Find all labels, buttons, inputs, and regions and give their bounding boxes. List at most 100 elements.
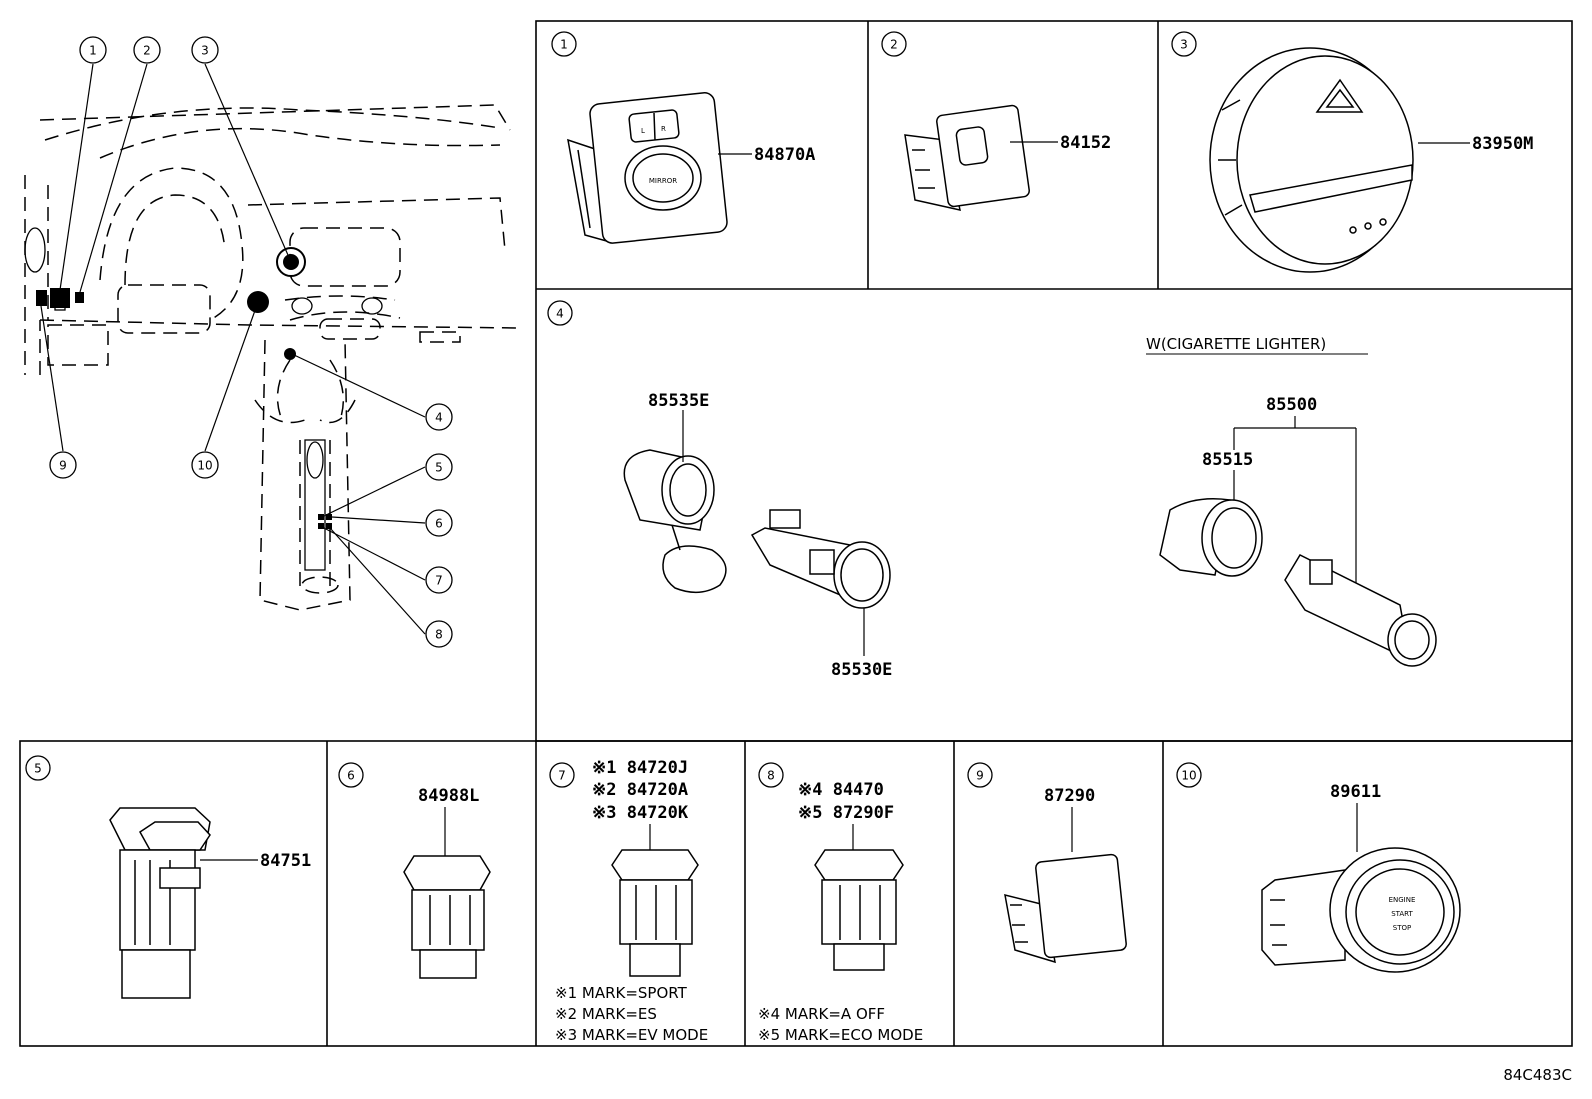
panel-6-badge: 6 [338, 762, 364, 788]
note-3: ※3 MARK=EV MODE [555, 1026, 708, 1044]
svg-text:2: 2 [143, 44, 151, 58]
panel-10-badge: 10 [1176, 762, 1202, 788]
assembly-bracket-85500 [1233, 416, 1357, 585]
panel-frames [19, 20, 1573, 1047]
dashboard-solid-details [24, 227, 383, 571]
location-marker-1 [50, 288, 70, 308]
svg-text:5: 5 [435, 461, 443, 475]
note-2: ※2 MARK=ES [555, 1005, 657, 1023]
variant-1-part: ※1 84720J [592, 758, 688, 778]
overview-leader-lines [40, 63, 426, 635]
svg-text:7: 7 [435, 574, 443, 588]
callout-9: 9 [49, 451, 77, 479]
svg-text:8: 8 [767, 769, 775, 783]
panel-4-badge: 4 [547, 300, 573, 326]
socket-85535e-drawing [623, 449, 727, 594]
variant-4-part: ※4 84470 [798, 780, 884, 800]
panel-8-badge: 8 [758, 762, 784, 788]
callout-4: 4 [425, 403, 453, 431]
panel-1-mirror-switch: 1 L R MIRROR 84870A [551, 31, 815, 244]
panel-1-badge: 1 [551, 31, 577, 57]
location-marker-7 [318, 523, 324, 529]
part-number-85515: 85515 [1202, 450, 1253, 470]
switch-p8-drawing [814, 849, 904, 971]
part-number-84988l: 84988L [418, 786, 479, 806]
variant-5-part: ※5 87290F [798, 803, 894, 823]
switch-84751-drawing [109, 807, 211, 999]
callout-7: 7 [425, 566, 453, 594]
panel-9-switch: 9 87290 [967, 762, 1127, 964]
svg-text:10: 10 [197, 459, 212, 473]
location-marker-3-ring [276, 247, 306, 277]
svg-text:10: 10 [1181, 769, 1196, 783]
svg-text:6: 6 [347, 769, 355, 783]
mirror-r-label: R [661, 125, 666, 133]
callout-6: 6 [425, 509, 453, 537]
location-marker-8 [326, 523, 332, 529]
location-marker-2 [75, 292, 84, 303]
note-1: ※1 MARK=SPORT [555, 984, 688, 1002]
svg-text:2: 2 [890, 38, 898, 52]
engine-button-line-1: ENGINE [1389, 896, 1416, 904]
element-85530e-drawing [750, 509, 891, 609]
overview-location-markers [36, 247, 332, 529]
callout-1: 1 [79, 36, 107, 64]
note-5: ※5 MARK=ECO MODE [758, 1026, 923, 1044]
overview-callouts: 1 2 3 4 5 6 7 8 9 10 [49, 36, 453, 648]
switch-84152-drawing [904, 104, 1030, 211]
panel-7-switch: 7 ※1 84720J ※2 84720A ※3 84720K ※1 MARK=… [549, 758, 708, 1044]
switch-87290-drawing [1004, 853, 1127, 964]
panel-5-badge: 5 [25, 755, 51, 781]
diagram-code: 84C483C [1503, 1066, 1572, 1084]
switch-84988l-drawing [403, 855, 491, 979]
part-number-85535e: 85535E [648, 391, 709, 411]
part-number-89611: 89611 [1330, 782, 1381, 802]
svg-text:7: 7 [558, 769, 566, 783]
part-number-85500: 85500 [1266, 395, 1317, 415]
engine-button-line-3: STOP [1393, 924, 1411, 932]
dashboard-overview: 1 2 3 4 5 6 7 8 9 10 [24, 36, 521, 648]
panel-6-switch: 6 84988L [338, 762, 491, 979]
svg-text:9: 9 [59, 459, 67, 473]
switch-p7-drawing [611, 849, 699, 977]
panel-9-badge: 9 [967, 762, 993, 788]
variant-2-part: ※2 84720A [592, 780, 688, 800]
location-marker-9 [36, 290, 47, 306]
panel-3-hazard-switch: 3 83950M [1171, 31, 1533, 273]
callout-3: 3 [191, 36, 219, 64]
mirror-l-label: L [641, 127, 645, 135]
part-number-84152: 84152 [1060, 133, 1111, 153]
callout-2: 2 [133, 36, 161, 64]
callout-5: 5 [425, 453, 453, 481]
panel-2-badge: 2 [881, 31, 907, 57]
svg-text:3: 3 [1180, 38, 1188, 52]
location-marker-6 [326, 514, 332, 520]
engine-button-line-2: START [1391, 910, 1413, 918]
panel-10-engine-start: 10 89611 ENGINE START STOP [1176, 762, 1461, 973]
svg-text:6: 6 [435, 517, 443, 531]
svg-text:1: 1 [560, 38, 568, 52]
location-marker-4 [284, 348, 296, 360]
part-number-84751: 84751 [260, 851, 311, 871]
mirror-switch-drawing [567, 92, 728, 244]
svg-text:1: 1 [89, 44, 97, 58]
svg-text:5: 5 [34, 762, 42, 776]
svg-text:4: 4 [435, 411, 443, 425]
part-number-87290: 87290 [1044, 786, 1095, 806]
location-marker-5 [318, 514, 324, 520]
callout-8: 8 [425, 620, 453, 648]
mirror-label: MIRROR [649, 177, 677, 185]
callout-10: 10 [191, 451, 219, 479]
panel-4-lighter: 4 W(CIGARETTE LIGHTER) 85535E 85530E 855… [547, 300, 1437, 680]
hazard-switch-drawing [1209, 47, 1414, 273]
svg-text:9: 9 [976, 769, 984, 783]
panel-7-badge: 7 [549, 762, 575, 788]
svg-text:4: 4 [556, 307, 564, 321]
panel-8-switch: 8 ※4 84470 ※5 87290F ※4 MARK=A OFF ※5 MA… [758, 762, 923, 1044]
part-number-85530e: 85530E [831, 660, 892, 680]
ring-85515-drawing [1159, 498, 1263, 577]
part-number-83950m: 83950M [1472, 134, 1533, 154]
panel-3-badge: 3 [1171, 31, 1197, 57]
note-4: ※4 MARK=A OFF [758, 1005, 885, 1023]
